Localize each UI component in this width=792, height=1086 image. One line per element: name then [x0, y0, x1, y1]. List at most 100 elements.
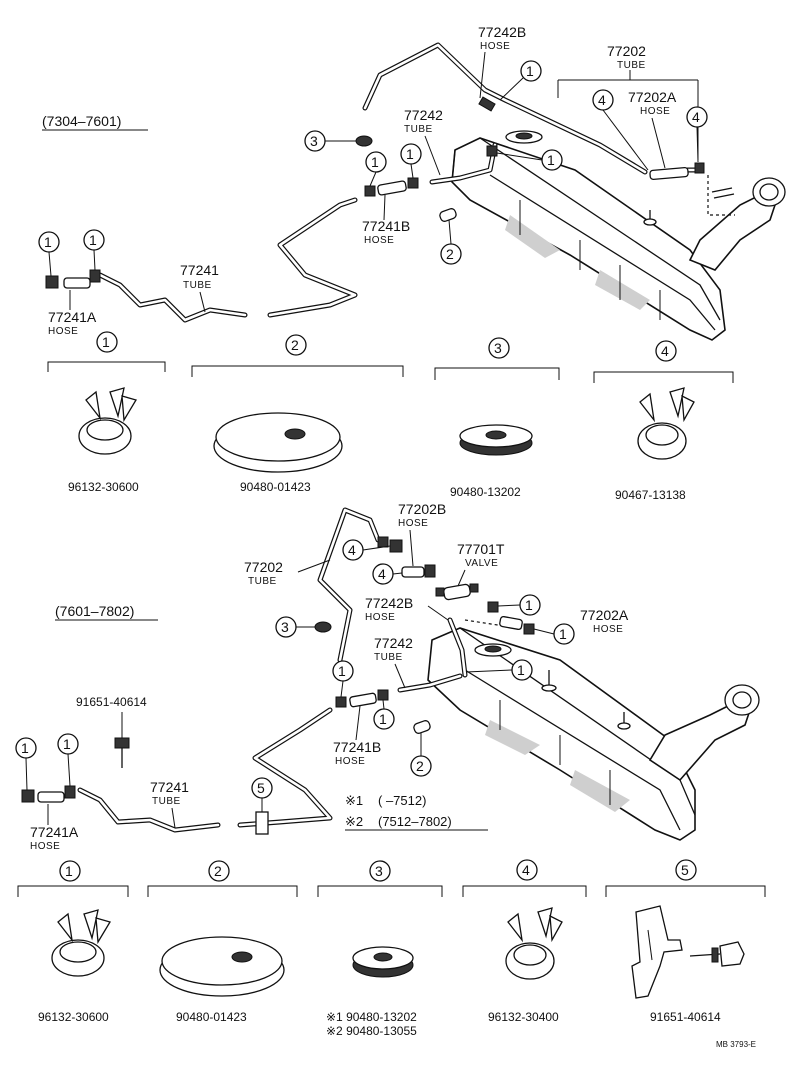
- legend-item-4-bottom: 4 96132-30400: [462, 859, 587, 1024]
- svg-text:77701T: 77701T: [457, 541, 505, 557]
- callout-4-b-top: 4: [686, 106, 708, 163]
- label-77241b-bottom: 77241B HOSE: [333, 705, 381, 767]
- legend-item-5-bottom: 5 91651-40614: [605, 859, 766, 1024]
- hose-77241a-top: [63, 277, 91, 289]
- clamp-77241b-right-bottom: [377, 689, 389, 701]
- callout-1-e-top: 1: [38, 231, 60, 277]
- section-top: (7304–7601): [38, 24, 786, 502]
- tube-77241-long-top: [267, 197, 358, 318]
- svg-text:90480-13202: 90480-13202: [450, 485, 521, 499]
- label-77202-top: 77202 TUBE: [557, 43, 699, 160]
- range-label-top: (7304–7601): [42, 113, 121, 129]
- svg-text:TUBE: TUBE: [183, 280, 212, 291]
- callout-1-g-bottom: 1: [57, 733, 79, 787]
- svg-text:TUBE: TUBE: [617, 60, 646, 71]
- bracket-icon: [631, 905, 683, 999]
- svg-text:90467-13138: 90467-13138: [615, 488, 686, 502]
- svg-text:※2 90480-13055: ※2 90480-13055: [326, 1024, 417, 1038]
- svg-text:77241: 77241: [180, 262, 219, 278]
- svg-text:77242: 77242: [374, 635, 413, 651]
- plug-icon: [159, 936, 285, 997]
- clamp-77202b-2-bottom: [424, 564, 436, 578]
- grommet-top: [355, 135, 373, 147]
- svg-text:HOSE: HOSE: [48, 326, 78, 337]
- spring-clamp-icon: [637, 387, 695, 460]
- callout-4-a-top: 4: [592, 89, 649, 171]
- label-77241a-top: 77241A HOSE: [48, 290, 97, 337]
- svg-text:1: 1: [526, 63, 534, 79]
- callout-1-c-bottom: 1: [465, 659, 533, 681]
- svg-text:77241A: 77241A: [30, 824, 79, 840]
- svg-text:HOSE: HOSE: [335, 756, 365, 767]
- callout-5-bottom: 5: [251, 777, 273, 812]
- svg-text:4: 4: [598, 92, 606, 108]
- svg-text:2: 2: [214, 863, 222, 879]
- plug-top: [439, 208, 457, 222]
- svg-text:96132-30600: 96132-30600: [38, 1010, 109, 1024]
- svg-text:4: 4: [378, 566, 386, 582]
- svg-text:5: 5: [257, 780, 265, 796]
- svg-text:VALVE: VALVE: [465, 558, 498, 569]
- svg-text:1: 1: [63, 736, 71, 752]
- svg-text:HOSE: HOSE: [30, 841, 60, 852]
- svg-text:77242B: 77242B: [365, 595, 413, 611]
- svg-text:TUBE: TUBE: [374, 652, 403, 663]
- bolt-icon: [689, 941, 745, 967]
- grommet-bottom: [314, 621, 332, 633]
- svg-text:1: 1: [547, 152, 555, 168]
- callout-3-top: 3: [304, 130, 356, 152]
- svg-text:HOSE: HOSE: [480, 41, 510, 52]
- svg-text:3: 3: [375, 863, 383, 879]
- svg-text:1: 1: [525, 597, 533, 613]
- svg-text:90480-01423: 90480-01423: [176, 1010, 247, 1024]
- svg-text:1: 1: [371, 154, 379, 170]
- svg-text:1: 1: [379, 711, 387, 727]
- callout-3-bottom: 3: [275, 616, 315, 638]
- label-77202a-bottom: 77202A HOSE: [580, 607, 629, 635]
- svg-text:77202: 77202: [244, 559, 283, 575]
- clamp-77202a-bottom: [523, 623, 535, 635]
- svg-text:4: 4: [348, 542, 356, 558]
- svg-text:77241A: 77241A: [48, 309, 97, 325]
- clamp-77202-end-bottom: [377, 536, 389, 548]
- legend-item-4-top: 4 90467-13138: [593, 340, 734, 502]
- label-77241-top: 77241 TUBE: [180, 262, 219, 313]
- svg-text:HOSE: HOSE: [398, 518, 428, 529]
- svg-text:1: 1: [517, 662, 525, 678]
- callout-1-b-top: 1: [365, 151, 387, 187]
- tube-77241-top: [97, 272, 248, 323]
- callout-1-a-top: 1: [499, 60, 542, 101]
- bracket-5-bottom: [255, 811, 269, 835]
- legend-item-3-bottom: 3 ※1 90480-13202 ※2 90480-13055: [317, 860, 443, 1038]
- plug-bottom: [413, 720, 431, 734]
- svg-text:TUBE: TUBE: [404, 124, 433, 135]
- svg-text:1: 1: [89, 232, 97, 248]
- svg-text:77202A: 77202A: [580, 607, 629, 623]
- callout-1-f-top: 1: [83, 229, 105, 271]
- label-77242b-top: 77242B HOSE: [478, 24, 526, 99]
- svg-text:4: 4: [692, 109, 700, 125]
- hose-77202b-bottom: [401, 566, 425, 578]
- legend-item-3-top: 3 90480-13202: [434, 337, 560, 499]
- svg-text:96132-30400: 96132-30400: [488, 1010, 559, 1024]
- svg-text:1: 1: [44, 234, 52, 250]
- hose-77241b-top: [377, 180, 407, 196]
- hose-77202a-bottom: [499, 615, 523, 631]
- svg-text:( –7512): ( –7512): [378, 793, 426, 808]
- svg-text:77202: 77202: [607, 43, 646, 59]
- svg-text:3: 3: [494, 340, 502, 356]
- hose-77202a-top: [649, 166, 689, 181]
- clamp-77241a-left-top: [45, 275, 59, 289]
- svg-text:HOSE: HOSE: [364, 235, 394, 246]
- callout-4-b-bottom: 4: [372, 563, 403, 585]
- svg-text:77241B: 77241B: [333, 739, 381, 755]
- callout-2-top: 2: [440, 219, 462, 265]
- svg-text:77242B: 77242B: [478, 24, 526, 40]
- svg-text:3: 3: [310, 133, 318, 149]
- legend-item-1-bottom: 1 96132-30600: [17, 860, 129, 1024]
- note-2: ※2 (7512–7802): [345, 814, 488, 831]
- label-77241-bottom: 77241 TUBE: [150, 779, 189, 829]
- tube-77202-bottom: [317, 507, 381, 663]
- svg-text:77241: 77241: [150, 779, 189, 795]
- svg-text:※1 90480-13202: ※1 90480-13202: [326, 1010, 417, 1024]
